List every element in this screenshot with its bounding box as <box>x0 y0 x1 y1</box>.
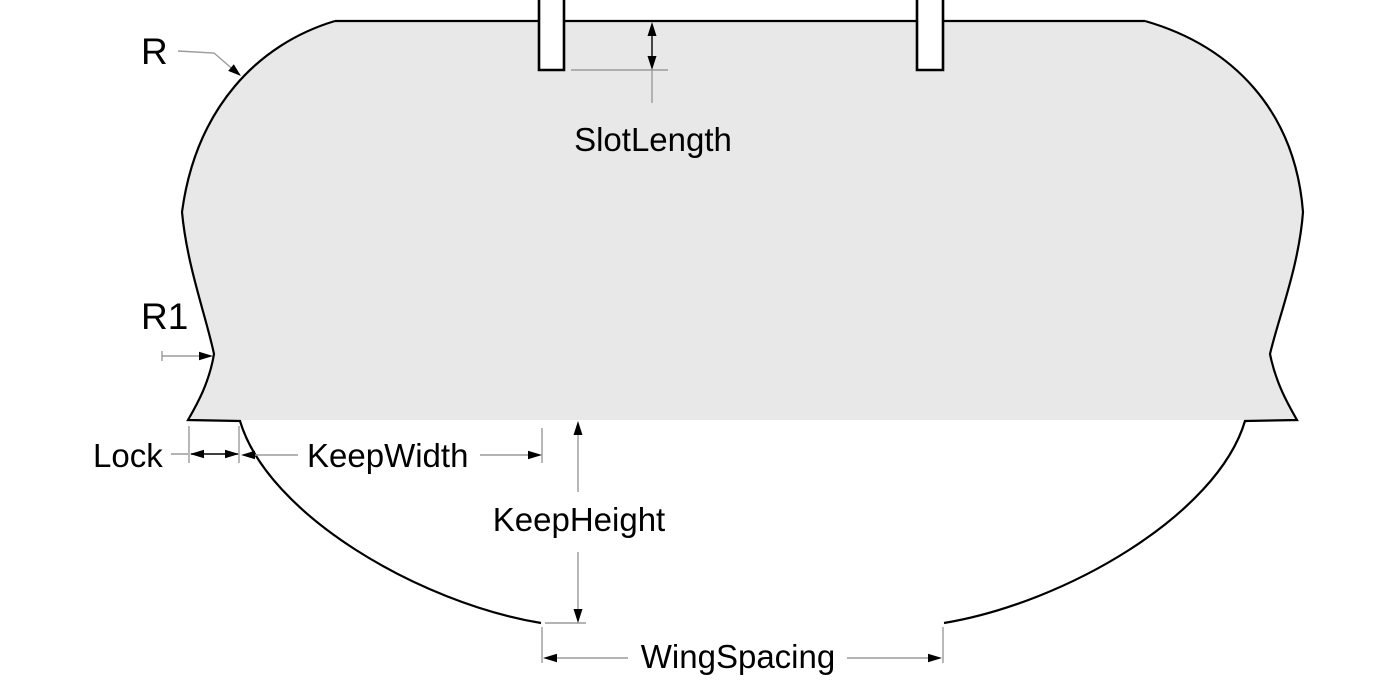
wing-spacing-arrowhead-left <box>543 653 557 663</box>
r1-leader-arrowhead <box>199 351 213 361</box>
keep-width-lines <box>255 428 543 463</box>
wing-spacing-label: WingSpacing <box>641 638 835 675</box>
keep-width-arrowhead-left <box>241 450 255 460</box>
slot-left <box>537 0 566 72</box>
slot-length-arrowhead-up <box>647 22 657 36</box>
keep-height-arrowhead-up <box>573 421 583 435</box>
keep-width-label: KeepWidth <box>307 437 468 474</box>
slot-right <box>915 0 945 72</box>
r-leader-arrowhead <box>228 64 241 76</box>
part-outline-left <box>180 19 542 625</box>
wing-spacing-arrowhead-right <box>928 653 942 663</box>
r-leader-line <box>177 50 237 73</box>
r1-label: R1 <box>141 296 188 337</box>
slot-length-label: SlotLength <box>574 121 732 158</box>
keep-height-label: KeepHeight <box>493 501 665 538</box>
keep-width-arrowhead-right <box>528 450 542 460</box>
lock-arrowhead-right <box>225 449 239 459</box>
part-body-fill <box>182 21 1303 420</box>
wing-spacing-lines <box>541 627 944 663</box>
lock-label: Lock <box>93 437 163 474</box>
slot-length-arrowhead-down <box>647 56 657 70</box>
slot-length-extension-line <box>571 69 668 103</box>
keep-height-lines <box>545 435 586 624</box>
r1-leader-line <box>161 351 206 361</box>
lock-arrowhead-left <box>190 449 204 459</box>
r-label: R <box>141 31 168 72</box>
keep-height-arrowhead-down <box>573 609 583 623</box>
part-outline-right <box>943 19 1305 625</box>
lock-extension-lines <box>171 426 240 463</box>
